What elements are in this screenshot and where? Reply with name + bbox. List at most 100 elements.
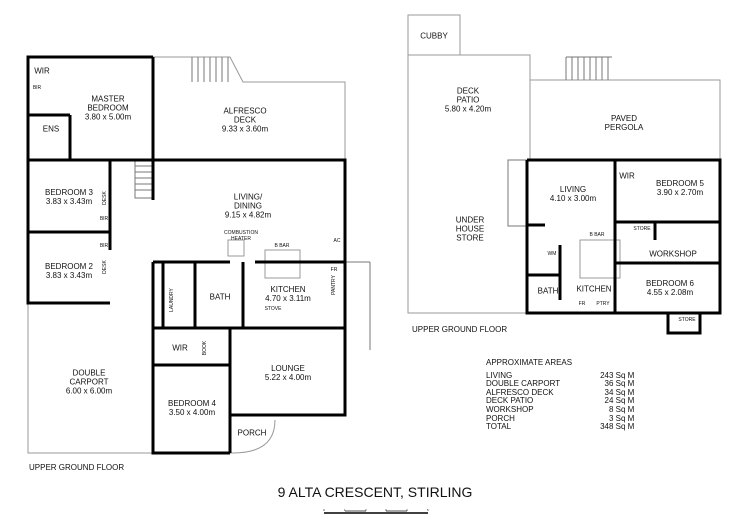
fridge-label: FR [330, 267, 338, 273]
room-name: BEDROOM 5 [655, 179, 705, 188]
floor-label-right: UPPER GROUND FLOOR [412, 325, 508, 334]
room-name: LIVING [559, 185, 587, 194]
scale-tick: 0 [323, 508, 325, 512]
room-dimensions: 4.55 x 2.08m [646, 288, 694, 297]
room-bath: BATH [209, 292, 231, 302]
area-label: LIVING [486, 370, 513, 380]
area-label: TOTAL [486, 422, 512, 432]
label-line: HEATER [231, 236, 251, 242]
area-label: PORCH [486, 413, 515, 423]
room-bath-right: BATH [537, 286, 559, 296]
washing-machine-label: WM [547, 251, 557, 257]
room-wir-4: WIR [172, 343, 188, 353]
breakfast-bar-label: B BAR [274, 243, 290, 249]
room-wir-right: WIR [619, 171, 635, 181]
scale-tick: 5 [427, 508, 429, 512]
areas-table: LIVING 243 Sq M DOUBLE CARPORT 36 Sq M ALF… [486, 370, 635, 432]
room-dimensions: 3.50 x 4.00m [168, 408, 216, 417]
room-name: ALFRESCO [223, 106, 267, 116]
room-porch: PORCH [237, 428, 267, 438]
area-label: WORKSHOP [486, 404, 534, 414]
area-value: 34 Sq M [604, 387, 635, 397]
room-name: STORE [456, 233, 484, 243]
room-dimensions: 4.70 x 3.11m [265, 294, 311, 303]
room-name: DINING [234, 201, 262, 211]
area-label: ALFRESCO DECK [486, 387, 554, 397]
room-dimensions: 5.80 x 4.20m [444, 104, 492, 114]
property-title: 9 ALTA CRESCENT, STIRLING [277, 484, 473, 500]
table-row: WORKSHOP 8 Sq M [486, 404, 635, 415]
area-value: 243 Sq M [600, 370, 635, 380]
desk-label: DESK [102, 191, 108, 205]
room-name: DECK [456, 86, 480, 96]
room-name: PERGOLA [604, 123, 644, 132]
room-bir: BIR [32, 85, 42, 91]
room-name: PAVED [611, 114, 637, 123]
room-dimensions: 9.15 x 4.82m [224, 210, 272, 220]
room-name: BEDROOM 4 [167, 399, 217, 408]
table-row: DOUBLE CARPORT 36 Sq M [486, 380, 634, 389]
room-name: MASTER [91, 94, 125, 104]
ac-label: AC [333, 238, 341, 244]
book-label: BOOK [202, 340, 208, 356]
store-label: STORE [633, 226, 651, 232]
room-name: BEDROOM 3 [44, 188, 94, 197]
room-workshop: WORKSHOP [649, 249, 697, 259]
room-ens: ENS [42, 124, 60, 134]
areas-heading: APPROXIMATE AREAS [486, 358, 573, 367]
table-row: PORCH 3 Sq M [486, 413, 635, 424]
pantry-label: PANTRY [331, 275, 337, 295]
label-line: COMBUSTION [224, 230, 258, 236]
scale-bar [324, 510, 428, 514]
area-value: 8 Sq M [609, 404, 635, 414]
room-name: BEDROOM [87, 103, 129, 113]
scale-tick: 4 [406, 508, 408, 512]
area-value: 348 Sq M [600, 422, 635, 432]
desk-label: DESK [102, 260, 108, 274]
room-dimensions: 6.00 x 6.00m [65, 386, 113, 396]
breakfast-bar-label: B BAR [589, 232, 605, 238]
floor-label-left: UPPER GROUND FLOOR [29, 463, 125, 472]
room-dimensions: 3.80 x 5.00m [84, 112, 132, 122]
table-row: ALFRESCO DECK 34 Sq M [486, 387, 635, 398]
laundry-label: LAUNDRY [169, 288, 175, 312]
scale-tick: 3 [385, 508, 387, 512]
room-name: KITCHEN [270, 285, 306, 294]
fridge-label: FR [578, 301, 586, 307]
room-dimensions: 9.33 x 3.60m [221, 124, 269, 134]
room-name: DOUBLE [72, 368, 106, 378]
room-name: BEDROOM 2 [44, 262, 94, 271]
room-dimensions: 5.22 x 4.00m [264, 373, 312, 382]
area-label: DECK PATIO [486, 396, 534, 406]
bir-label: BIR [99, 216, 109, 222]
pantry-label: PTRY [596, 301, 610, 307]
room-dimensions: 3.83 x 3.43m [45, 197, 93, 206]
room-name: LOUNGE [271, 364, 305, 373]
room-name: DECK [233, 115, 257, 125]
room-dimensions: 3.83 x 3.43m [45, 271, 93, 280]
room-name: HOUSE [455, 224, 485, 234]
area-value: 3 Sq M [609, 413, 635, 423]
room-wir: WIR [34, 66, 50, 76]
room-cubby: CUBBY [420, 31, 448, 41]
room-name: CARPORT [69, 377, 109, 387]
area-value: 24 Sq M [604, 396, 635, 406]
area-value: 36 Sq M [604, 379, 635, 389]
room-name: PATIO [456, 95, 480, 105]
area-label: DOUBLE CARPORT [486, 379, 561, 389]
room-name: BEDROOM 6 [645, 279, 695, 288]
scale-tick: 1 [344, 508, 346, 512]
